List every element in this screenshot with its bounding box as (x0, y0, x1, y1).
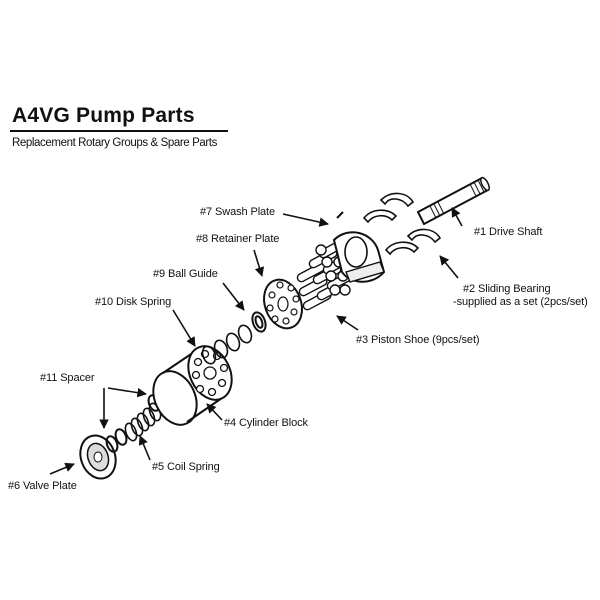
page-title: A4VG Pump Parts (12, 104, 195, 127)
leader-arrows (49, 207, 463, 475)
page-subtitle: Replacement Rotary Groups & Spare Parts (12, 137, 217, 149)
disk-spring-part (201, 324, 253, 365)
piston-shoe-part (296, 238, 356, 311)
drive-shaft-part (416, 176, 490, 226)
retainer-plate-part (263, 278, 303, 330)
label-swash-plate: #7 Swash Plate (200, 206, 276, 218)
ball-guide-part (251, 311, 267, 333)
title-underline (10, 130, 228, 132)
sliding-bearing-part (362, 192, 442, 256)
label-ball-guide: #9 Ball Guide (153, 268, 218, 280)
label-cylinder-block: #4 Cylinder Block (224, 417, 308, 429)
label-retainer-plate: #8 Retainer Plate (196, 233, 280, 245)
swash-plate-part (332, 211, 386, 283)
label-spacer: #11 Spacer (40, 372, 95, 384)
label-piston-shoe: #3 Piston Shoe (9pcs/set) (356, 334, 480, 346)
label-coil-spring: #5 Coil Spring (152, 461, 220, 473)
label-disk-spring: #10 Disk Spring (95, 296, 172, 308)
label-sliding-bearing: #2 Sliding Bearing (463, 283, 551, 295)
spacer-part-a (105, 435, 119, 453)
label-drive-shaft: #1 Drive Shaft (474, 226, 543, 238)
spacer-part-b (114, 428, 128, 446)
label-sliding-bearing-note: -supplied as a set (2pcs/set) (453, 296, 588, 308)
label-valve-plate: #6 Valve Plate (8, 480, 77, 492)
